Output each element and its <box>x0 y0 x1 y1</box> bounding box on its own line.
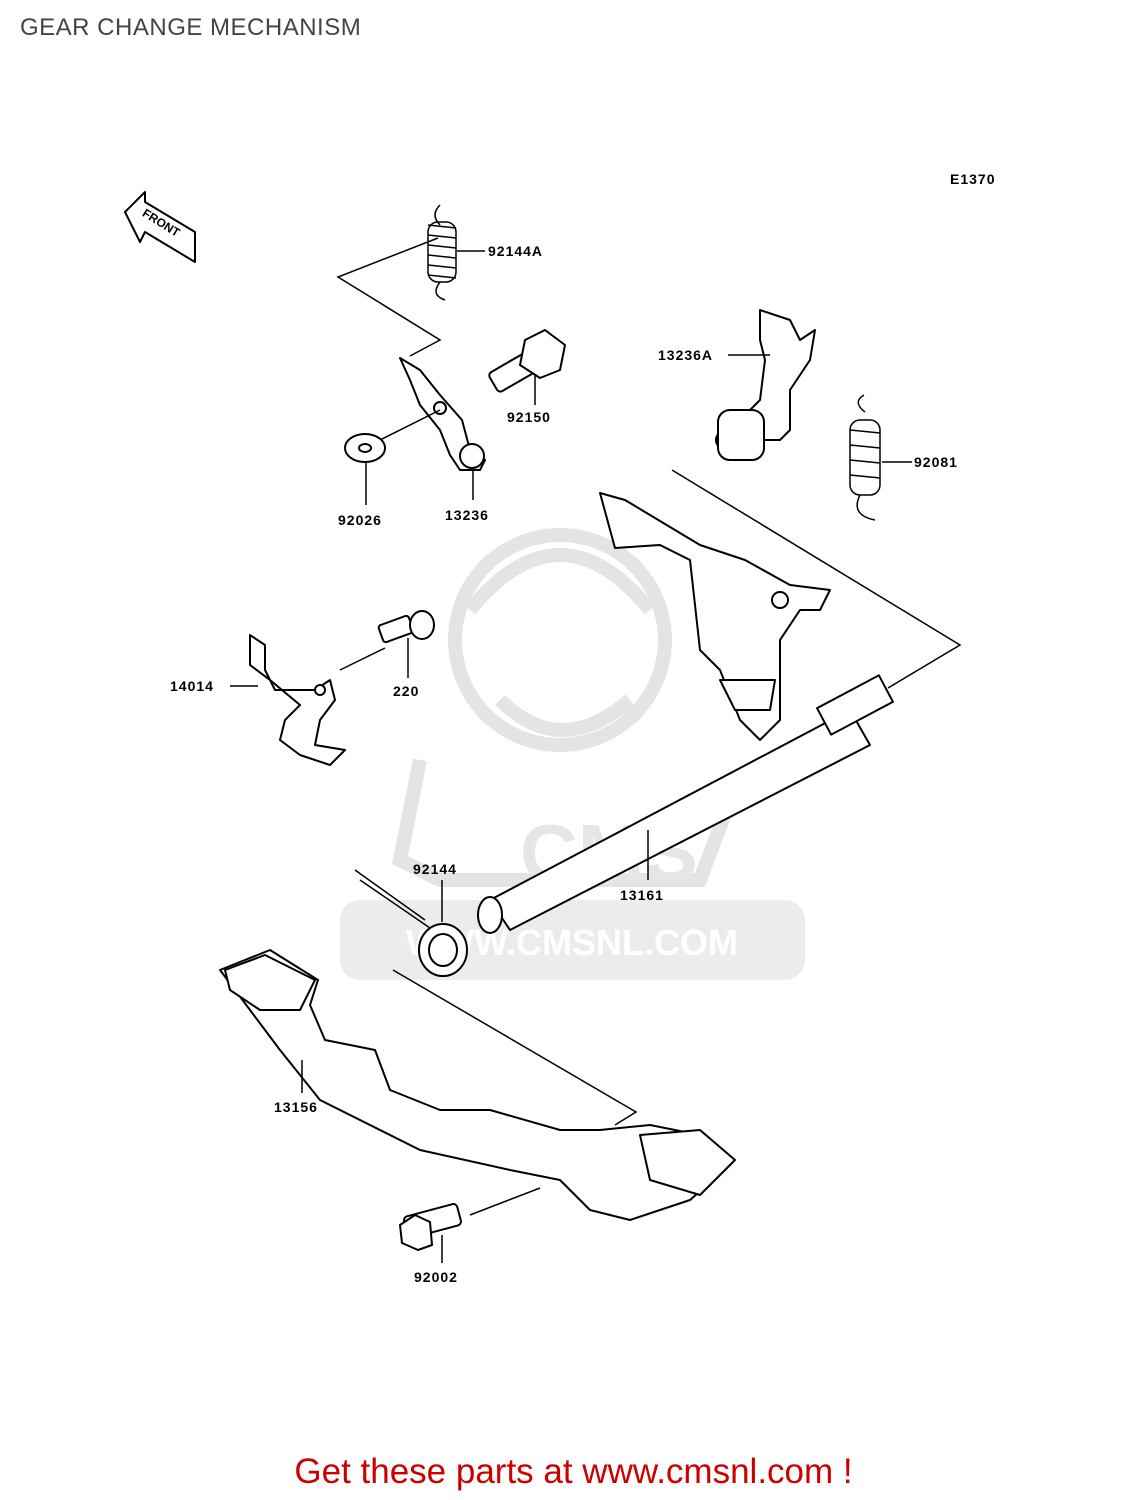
callout-92002: 92002 <box>414 1235 458 1285</box>
part-label-220[interactable]: 220 <box>393 683 419 699</box>
spring-92081-drawing <box>849 394 881 521</box>
callout-13156: 13156 <box>274 1060 318 1115</box>
callout-220: 220 <box>393 638 419 699</box>
front-direction-arrow: FRONT <box>124 191 196 263</box>
callout-92144: 92144 <box>413 861 457 922</box>
spring-92144-drawing <box>354 869 468 977</box>
leader-guide-to-bolt <box>339 647 386 671</box>
part-label-14014[interactable]: 14014 <box>170 678 214 694</box>
part-label-13156[interactable]: 13156 <box>274 1099 318 1115</box>
leader-shaft-to-pedal <box>392 969 638 1126</box>
part-label-13236a[interactable]: 13236A <box>658 347 713 363</box>
leader-13236a-group <box>671 469 962 689</box>
part-label-92144a[interactable]: 92144A <box>488 243 543 259</box>
callout-92144a: 92144A <box>457 243 543 259</box>
callout-13161: 13161 <box>620 830 664 903</box>
part-label-13161[interactable]: 13161 <box>620 887 664 903</box>
part-label-92144[interactable]: 92144 <box>413 861 457 877</box>
bolt-220-drawing <box>377 610 435 644</box>
callout-14014: 14014 <box>170 678 258 694</box>
part-label-13236[interactable]: 13236 <box>445 507 489 523</box>
washer-92026-drawing <box>344 433 386 463</box>
callout-92150: 92150 <box>507 375 551 425</box>
pedal-13156-drawing <box>219 949 736 1221</box>
arm-13236a-drawing <box>715 309 816 461</box>
shaft-13161-drawing <box>477 674 894 934</box>
spring-92144a-drawing <box>427 204 457 301</box>
arm-13236-drawing <box>399 357 486 471</box>
callout-13236: 13236 <box>445 470 489 523</box>
part-label-92150[interactable]: 92150 <box>507 409 551 425</box>
callout-13236a: 13236A <box>658 347 770 363</box>
leader-washer-to-arm <box>379 409 441 441</box>
part-label-92026[interactable]: 92026 <box>338 512 382 528</box>
bolt-92002-drawing <box>399 1203 462 1251</box>
diagram-code: E1370 <box>950 171 995 187</box>
callout-92026: 92026 <box>338 463 382 528</box>
bolt-92150-drawing <box>488 329 566 393</box>
footer-promo-link[interactable]: Get these parts at www.cmsnl.com ! <box>294 1452 853 1491</box>
leader-92144a-group <box>336 237 442 357</box>
callout-92081: 92081 <box>882 454 958 470</box>
leader-bolt-to-pedal <box>469 1187 541 1216</box>
page-title: GEAR CHANGE MECHANISM <box>20 14 362 41</box>
part-label-92002[interactable]: 92002 <box>414 1269 458 1285</box>
shift-plate-drawing <box>599 492 831 741</box>
guide-14014-drawing <box>249 634 346 766</box>
part-label-92081[interactable]: 92081 <box>914 454 958 470</box>
